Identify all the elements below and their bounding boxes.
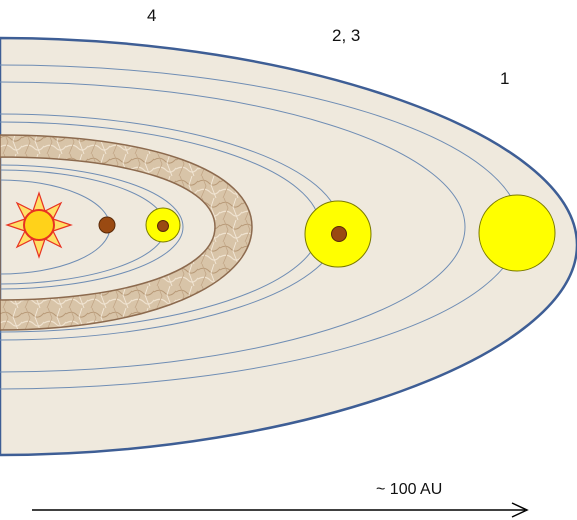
asteroid-belt [0,134,253,331]
label-belt-4: 4 [147,6,157,25]
orbit-line [0,164,184,290]
label-planets-2-3: 2, 3 [332,26,361,45]
middle-gap-planet [331,226,347,242]
sun-icon [5,191,73,259]
small-gap-planet [157,220,169,232]
label-planet-1: 1 [500,69,510,88]
right-arrow-icon [32,502,529,518]
orbit-line [0,81,466,373]
inner-planet [98,216,116,234]
scale-label: ~ 100 AU [376,481,443,498]
outer-gap-halo [478,194,556,272]
